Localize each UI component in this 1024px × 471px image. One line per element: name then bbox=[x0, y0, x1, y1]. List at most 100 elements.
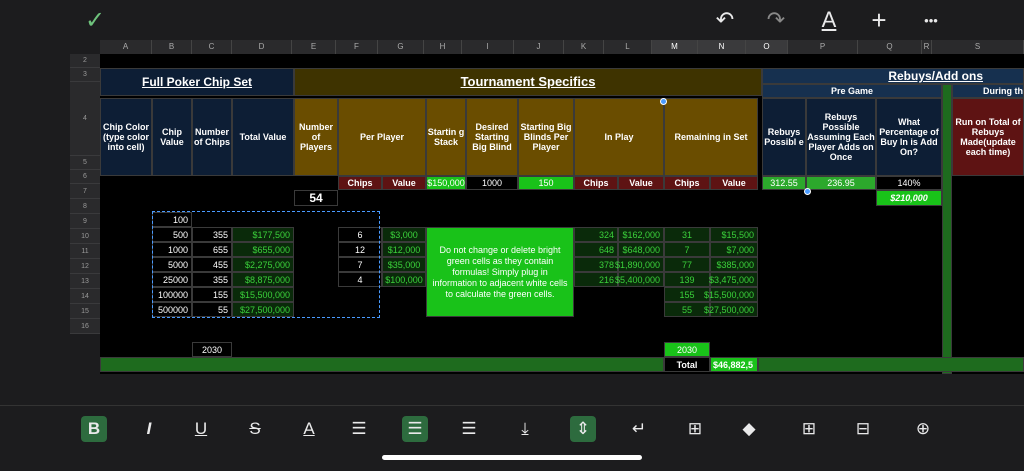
ip-chips-r10[interactable]: 378 bbox=[574, 257, 618, 272]
chip-value-label[interactable]: Chip Value bbox=[152, 98, 192, 176]
in-play-value-sub[interactable]: Value bbox=[618, 176, 664, 190]
during-header[interactable]: During th bbox=[952, 84, 1024, 98]
per-player-chips-sub[interactable]: Chips bbox=[338, 176, 382, 190]
selection-handle-bottom[interactable] bbox=[804, 188, 811, 195]
merge-cells-icon[interactable]: ⊞ bbox=[687, 419, 703, 438]
row-11[interactable]: 11 bbox=[70, 244, 100, 259]
insert-column-icon[interactable]: ⊕ bbox=[915, 419, 931, 438]
rem-value-r8[interactable]: $15,500 bbox=[710, 227, 758, 242]
col-r[interactable]: R bbox=[922, 40, 932, 54]
starting-bb-pp-label[interactable]: Starting Big Blinds Per Player bbox=[518, 98, 574, 176]
col-j[interactable]: J bbox=[514, 40, 564, 54]
row-7[interactable]: 7 bbox=[70, 184, 100, 199]
row-8[interactable]: 8 bbox=[70, 199, 100, 214]
undo-icon[interactable]: ↶ bbox=[715, 7, 735, 32]
ip-value-r8[interactable]: $162,000 bbox=[618, 227, 664, 242]
rem-chips-r8[interactable]: 31 bbox=[664, 227, 710, 242]
starting-stack-value[interactable]: $150,000 bbox=[426, 176, 466, 190]
rem-chips-r11[interactable]: 139 bbox=[664, 272, 710, 287]
total-value-r8[interactable]: $177,500 bbox=[232, 227, 294, 242]
total-value-r10[interactable]: $2,275,000 bbox=[232, 257, 294, 272]
text-format-icon[interactable]: A bbox=[821, 7, 837, 32]
align-center-icon[interactable]: ☰ bbox=[402, 416, 428, 442]
row-4[interactable]: 4 bbox=[70, 82, 100, 156]
col-s[interactable]: S bbox=[932, 40, 1024, 54]
num-chips-r10[interactable]: 455 bbox=[192, 257, 232, 272]
selection-handle-top[interactable] bbox=[660, 98, 667, 105]
num-chips-r11[interactable]: 355 bbox=[192, 272, 232, 287]
ip-chips-r9[interactable]: 648 bbox=[574, 242, 618, 257]
starting-bb-pp-value[interactable]: 150 bbox=[518, 176, 574, 190]
rem-value-r12[interactable]: $15,500,000 bbox=[704, 287, 758, 302]
running-total-label[interactable]: Run on Total of Rebuys Made(update each … bbox=[952, 98, 1024, 176]
pp-value-r11[interactable]: $100,000 bbox=[382, 272, 426, 287]
in-play-label[interactable]: In Play bbox=[574, 98, 664, 176]
rem-chips-r9[interactable]: 7 bbox=[664, 242, 710, 257]
num-chips-r9[interactable]: 655 bbox=[192, 242, 232, 257]
total-value-r13[interactable]: $27,500,000 bbox=[232, 302, 294, 317]
ip-value-r9[interactable]: $648,000 bbox=[618, 242, 664, 257]
col-q[interactable]: Q bbox=[858, 40, 922, 54]
ip-chips-r8[interactable]: 324 bbox=[574, 227, 618, 242]
rem-chips-r10[interactable]: 77 bbox=[664, 257, 710, 272]
tournament-specifics-header[interactable]: Tournament Specifics bbox=[294, 68, 762, 96]
row-15[interactable]: 15 bbox=[70, 304, 100, 319]
num-chips-label[interactable]: Number of Chips bbox=[192, 98, 232, 176]
ip-value-r11[interactable]: $5,400,000 bbox=[615, 272, 664, 287]
desired-bb-label[interactable]: Desired Starting Big Blind bbox=[466, 98, 518, 176]
total-value-r11[interactable]: $8,875,000 bbox=[232, 272, 294, 287]
col-l[interactable]: L bbox=[604, 40, 652, 54]
row-3[interactable]: 3 bbox=[70, 68, 100, 82]
col-i[interactable]: I bbox=[462, 40, 514, 54]
underline-button[interactable]: U bbox=[194, 419, 208, 438]
col-n[interactable]: N bbox=[698, 40, 746, 54]
total-label[interactable]: Total bbox=[664, 357, 710, 372]
col-g[interactable]: G bbox=[378, 40, 424, 54]
more-icon[interactable]: ••• bbox=[924, 12, 938, 28]
row-14[interactable]: 14 bbox=[70, 289, 100, 304]
valign-middle-icon[interactable]: ⇕ bbox=[570, 416, 596, 442]
add-icon[interactable]: + bbox=[871, 4, 887, 35]
remaining-label[interactable]: Remaining in Set bbox=[664, 98, 758, 176]
pp-value-r8[interactable]: $3,000 bbox=[382, 227, 426, 242]
col-o[interactable]: O bbox=[746, 40, 788, 54]
align-left-icon[interactable]: ☰ bbox=[351, 419, 367, 438]
remaining-total-chips[interactable]: 2030 bbox=[664, 342, 710, 357]
col-e[interactable]: E bbox=[292, 40, 336, 54]
valign-bottom-icon[interactable]: ⤓ bbox=[521, 419, 529, 438]
insert-row-icon[interactable]: ⊟ bbox=[855, 419, 871, 438]
pp-chips-r8[interactable]: 6 bbox=[338, 227, 382, 242]
text-color-button[interactable]: A bbox=[303, 419, 315, 438]
col-f[interactable]: F bbox=[336, 40, 378, 54]
remaining-total-value[interactable]: $46,882,5 bbox=[710, 357, 758, 372]
col-d[interactable]: D bbox=[232, 40, 292, 54]
pp-chips-r9[interactable]: 12 bbox=[338, 242, 382, 257]
players-value[interactable]: 54 bbox=[294, 190, 338, 206]
starting-stack-label[interactable]: Startin g Stack bbox=[426, 98, 466, 176]
rem-value-r11[interactable]: $3,475,000 bbox=[709, 272, 758, 287]
pct-buyin-value[interactable]: 140% bbox=[876, 176, 942, 190]
per-player-value-sub[interactable]: Value bbox=[382, 176, 426, 190]
rem-chips-r13[interactable]: 55 bbox=[664, 302, 710, 317]
rebuys-header[interactable]: Rebuys/Add ons bbox=[762, 68, 1024, 84]
num-chips-r12[interactable]: 155 bbox=[192, 287, 232, 302]
row-2[interactable]: 2 bbox=[70, 54, 100, 68]
chip-color-label[interactable]: Chip Color (type color into cell) bbox=[100, 98, 152, 176]
pre-game-header[interactable]: Pre Game bbox=[762, 84, 942, 98]
pp-chips-r10[interactable]: 7 bbox=[338, 257, 382, 272]
row-16[interactable]: 16 bbox=[70, 319, 100, 334]
col-b[interactable]: B bbox=[152, 40, 192, 54]
col-a[interactable]: A bbox=[100, 40, 152, 54]
ip-chips-r11[interactable]: 216 bbox=[574, 272, 618, 287]
rebuys-assuming-label[interactable]: Rebuys Possible Assuming Each Player Add… bbox=[806, 98, 876, 176]
col-m[interactable]: M bbox=[652, 40, 698, 54]
pp-value-r10[interactable]: $35,000 bbox=[382, 257, 426, 272]
num-chips-r13[interactable]: 55 bbox=[192, 302, 232, 317]
row-10[interactable]: 10 bbox=[70, 229, 100, 244]
remaining-value-sub[interactable]: Value bbox=[710, 176, 758, 190]
col-c[interactable]: C bbox=[192, 40, 232, 54]
rem-chips-r12[interactable]: 155 bbox=[664, 287, 710, 302]
rem-value-r10[interactable]: $385,000 bbox=[710, 257, 758, 272]
col-h[interactable]: H bbox=[424, 40, 462, 54]
rebuys-assuming-value[interactable]: 236.95 bbox=[806, 176, 876, 190]
